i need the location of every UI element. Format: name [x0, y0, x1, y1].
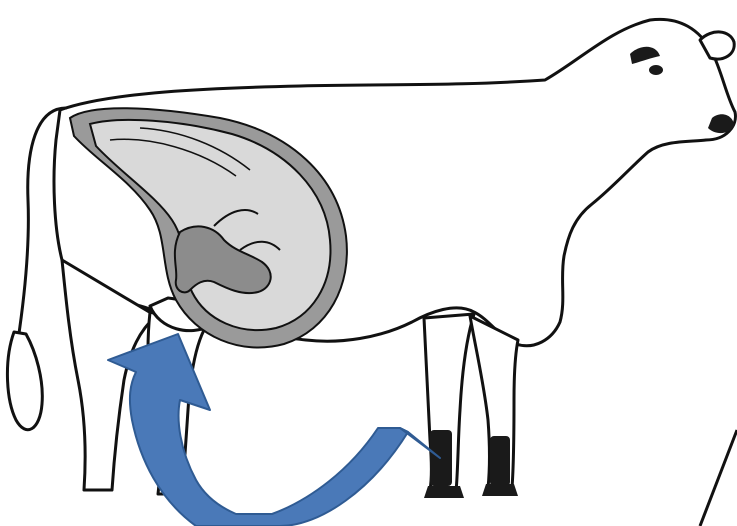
curved-arrow-icon [108, 334, 440, 526]
cow-leg-shading [424, 430, 518, 498]
edge-line [700, 430, 737, 526]
cow-eye [649, 65, 663, 75]
curved-arrow-body [108, 334, 408, 526]
cow-tail-switch [7, 332, 42, 430]
cow-body [7, 19, 735, 494]
hoof-1 [424, 486, 464, 498]
hoof-2 [482, 484, 518, 496]
front-leg-2-shade [490, 436, 510, 486]
